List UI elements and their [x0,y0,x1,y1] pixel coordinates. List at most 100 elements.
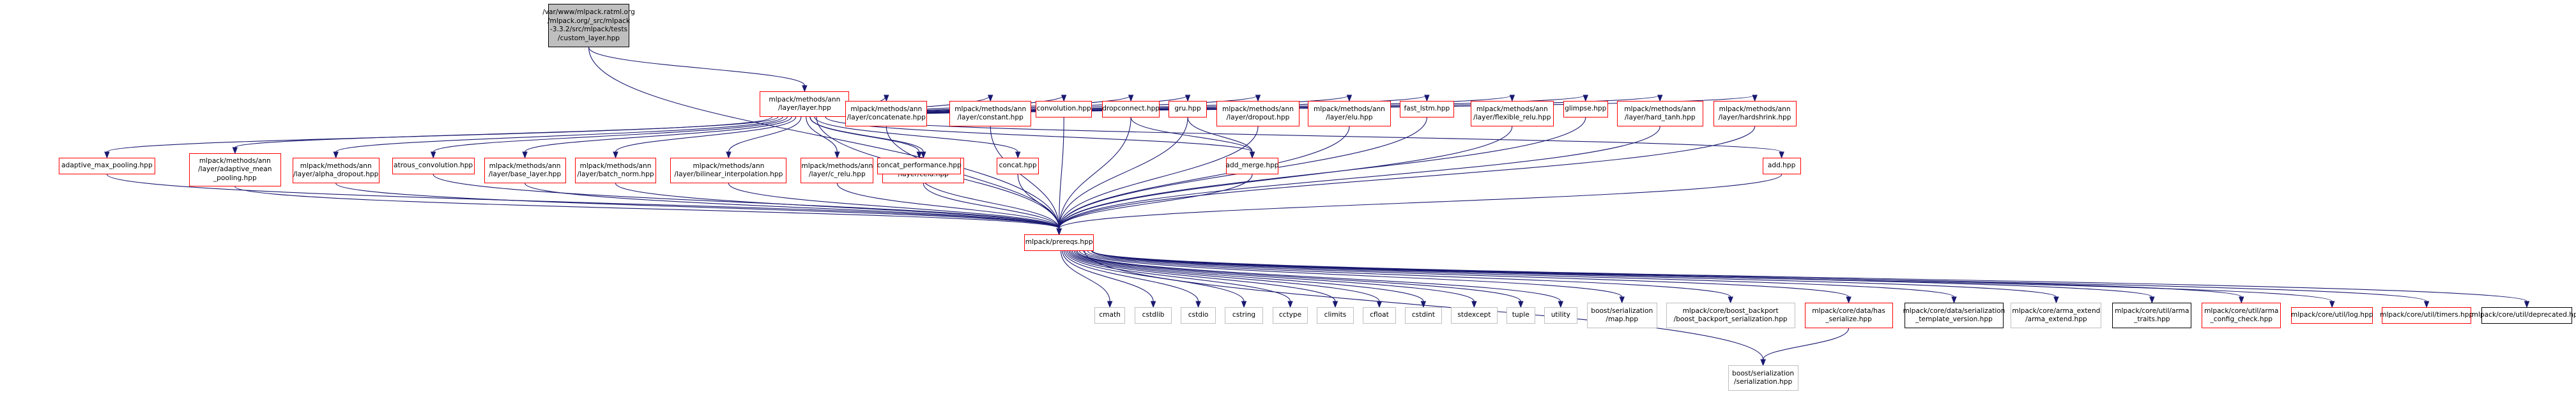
node-label-line: fast_lstm.hpp [1404,105,1450,113]
node-alpha-dropout[interactable]: mlpack/methods/ann/layer/alpha_dropout.h… [292,158,379,183]
node-label-line: /layer/batch_norm.hpp [577,170,654,178]
node-label-line: mlpack/methods/ann [1476,105,1548,113]
node-utility[interactable]: utility [1544,307,1577,324]
node-cmath[interactable]: cmath [1094,307,1126,324]
node-label-line: gru.hpp [1174,105,1201,113]
node-concat[interactable]: concat.hpp [997,158,1039,174]
edge-layer-to-alpha-dropout [333,116,783,159]
node-cstdio[interactable]: cstdio [1181,307,1216,324]
node-label-line: stdexcept [1457,311,1491,319]
edge-layer-to-base-layer [522,116,792,159]
node-boost-map[interactable]: boost/serialization/map.hpp [1586,303,1657,328]
edge-gru-to-add-merge [1187,117,1255,159]
node-climits[interactable]: climits [1316,307,1354,324]
node-label-line: /layer/c_relu.hpp [809,170,866,178]
node-concat-performance[interactable]: concat_performance.hpp [877,158,962,174]
node-convolution[interactable]: convolution.hpp [1036,101,1092,117]
node-gru[interactable]: gru.hpp [1169,101,1208,117]
node-layer[interactable]: mlpack/methods/ann/layer/layer.hpp [760,91,850,117]
node-dropconnect[interactable]: dropconnect.hpp [1102,101,1160,117]
edge-elu-to-prereqs [1056,126,1350,236]
edge-layer-to-bilinear-interpolation [726,116,802,159]
edge-layer-to-concat [814,116,1021,159]
node-log[interactable]: mlpack/core/util/log.hpp [2291,307,2373,324]
node-label-line: cctype [1278,311,1302,319]
node-has-serialize[interactable]: mlpack/core/data/has_serialize.hpp [1804,303,1893,328]
edge-prereqs-to-cstdio [1064,250,1201,308]
edge-layer-to-concat-performance [809,116,923,159]
edge-batch-norm-to-prereqs [615,183,1062,236]
node-bilinear-interpolation[interactable]: mlpack/methods/ann/layer/bilinear_interp… [670,158,787,183]
node-boost-backport[interactable]: mlpack/core/boost_backport/boost_backpor… [1666,303,1795,328]
node-label-line: atrous_convolution.hpp [394,162,473,170]
node-label-line: cmath [1099,311,1121,319]
node-label-line: /layer/layer.hpp [778,104,831,112]
node-custom-layer[interactable]: /var/www/mlpack.ratml.org/mlpack.org/_sr… [542,4,635,47]
node-label-line: mlpack/core/arma_extend [2012,307,2101,315]
node-cstring[interactable]: cstring [1225,307,1264,324]
node-dropout[interactable]: mlpack/methods/ann/layer/dropout.hpp [1216,101,1300,126]
node-label-line: _pooling.hpp [213,174,257,182]
node-label-line: /custom_layer.hpp [558,34,620,42]
node-label-line: mlpack/methods/ann [489,162,561,170]
node-base-layer[interactable]: mlpack/methods/ann/layer/base_layer.hpp [484,158,566,183]
node-stdexcept[interactable]: stdexcept [1450,307,1498,324]
node-hard-tanh[interactable]: mlpack/methods/ann/layer/hard_tanh.hpp [1616,101,1703,126]
node-atrous-convolution[interactable]: atrous_convolution.hpp [392,158,475,174]
node-label-line: mlpack/methods/ann [1719,105,1791,113]
edge-custom-layer-to-layer [588,47,808,93]
node-label-line: dropconnect.hpp [1102,105,1160,113]
node-concatenate[interactable]: mlpack/methods/ann/layer/concatenate.hpp [845,101,928,126]
node-label-line: /boost_backport_serialization.hpp [1673,315,1788,323]
node-add-merge[interactable]: add_merge.hpp [1226,158,1279,174]
edge-add-to-prereqs [1056,174,1782,236]
edge-prereqs-to-arma-traits [1092,250,2155,304]
node-label-line: concat_performance.hpp [877,162,962,170]
node-arma-traits[interactable]: mlpack/core/util/arma_traits.hpp [2112,303,2192,328]
node-label-line: mlpack/core/util/arma [2204,307,2279,315]
node-label-line: /layer/adaptive_mean [198,165,272,174]
node-add[interactable]: add.hpp [1762,158,1801,174]
node-label-line: /layer/hard_tanh.hpp [1624,114,1696,121]
node-serialization-template-version[interactable]: mlpack/core/data/serialization_template_… [1903,303,2005,328]
edge-fast-lstm-to-prereqs [1056,117,1427,236]
node-cstdlib[interactable]: cstdlib [1135,307,1172,324]
edge-prereqs-to-cstdlib [1062,250,1156,308]
node-boost-serialization[interactable]: boost/serialization/serialization.hpp [1728,365,1798,391]
node-cctype[interactable]: cctype [1273,307,1308,324]
edge-dropconnect-to-prereqs [1056,117,1131,236]
node-label-line: /layer/constant.hpp [957,114,1023,121]
node-arma-extend[interactable]: mlpack/core/arma_extend/arma_extend.hpp [2011,303,2102,328]
node-deprecated[interactable]: mlpack/core/util/deprecated.hpp [2472,307,2576,324]
node-c-relu[interactable]: mlpack/methods/ann/layer/c_relu.hpp [801,158,874,183]
node-fast-lstm[interactable]: fast_lstm.hpp [1399,101,1454,117]
node-adaptive-max-pooling[interactable]: adaptive_max_pooling.hpp [58,158,155,174]
edge-base-layer-to-prereqs [525,183,1062,236]
node-label-line: _config_check.hpp [2210,315,2273,323]
node-flexible-relu[interactable]: mlpack/methods/ann/layer/flexible_relu.h… [1470,101,1554,126]
node-tuple[interactable]: tuple [1506,307,1535,324]
edge-layer-to-batch-norm [613,116,797,159]
node-label-line: mlpack/prereqs.hpp [1025,238,1093,246]
node-cfloat[interactable]: cfloat [1362,307,1396,324]
edge-prereqs-to-has-serialize [1087,250,1851,304]
edge-has-serialize-to-boost-serialization [1760,328,1850,367]
edge-alpha-dropout-to-prereqs [335,183,1062,236]
edge-prereqs-to-arma-extend [1092,250,2059,304]
node-label-line: /layer/flexible_relu.hpp [1473,114,1551,121]
node-constant[interactable]: mlpack/methods/ann/layer/constant.hpp [949,101,1032,126]
node-batch-norm[interactable]: mlpack/methods/ann/layer/batch_norm.hpp [574,158,657,183]
node-cstdint[interactable]: cstdint [1404,307,1442,324]
node-timers[interactable]: mlpack/core/util/timers.hpp [2380,307,2473,324]
node-label-line: mlpack/methods/ann [850,105,923,113]
edge-atrous-convolution-to-prereqs [433,174,1062,236]
node-glimpse[interactable]: glimpse.hpp [1563,101,1608,117]
edge-prereqs-to-boost-backport [1083,250,1733,304]
node-arma-config-check[interactable]: mlpack/core/util/arma_config_check.hpp [2202,303,2281,328]
node-prereqs[interactable]: mlpack/prereqs.hpp [1024,234,1094,251]
node-label-line: add.hpp [1767,162,1796,170]
edge-layer-to-adaptive-max-pooling [104,116,772,159]
node-adaptive-mean-pooling[interactable]: mlpack/methods/ann/layer/adaptive_mean_p… [188,153,281,186]
node-elu[interactable]: mlpack/methods/ann/layer/elu.hpp [1307,101,1391,126]
node-hardshrink[interactable]: mlpack/methods/ann/layer/hardshrink.hpp [1713,101,1797,126]
